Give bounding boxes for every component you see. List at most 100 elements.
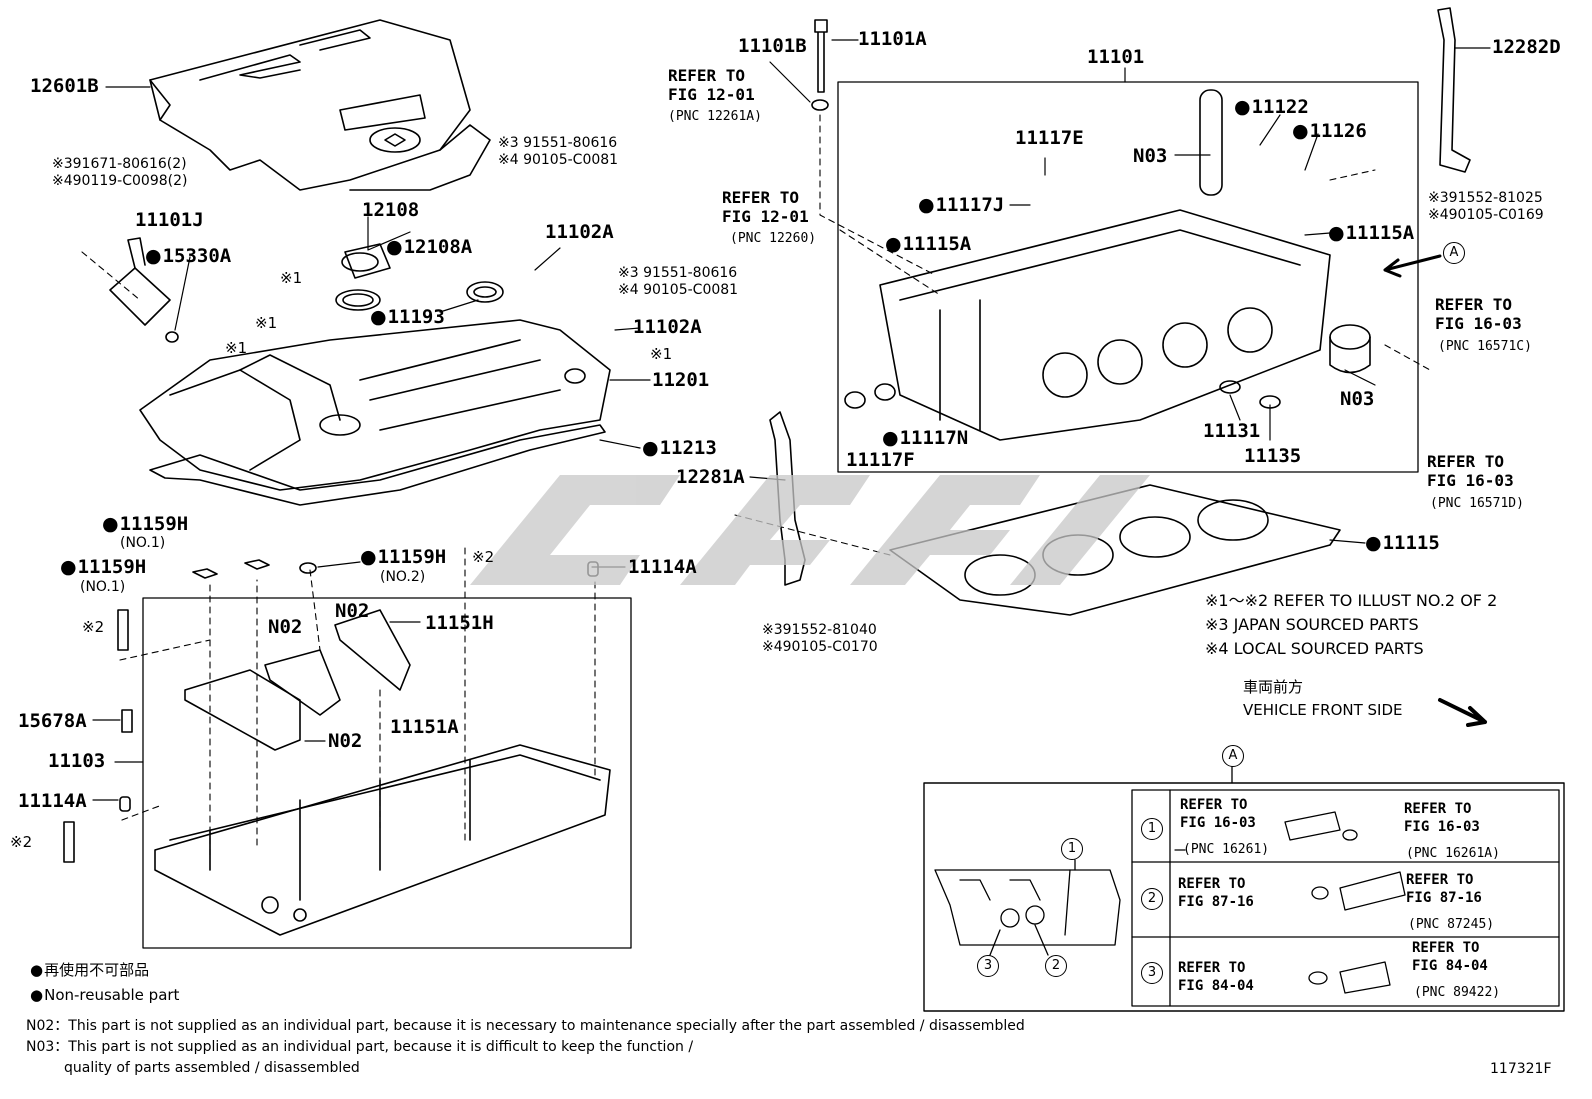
part-label-11151A[interactable]: 11151A — [390, 716, 459, 738]
refer-fig-16-03-d[interactable]: REFER TO FIG 16-03 — [1427, 452, 1514, 491]
inset-row3-left-ref[interactable]: REFER TO FIG 84-04 — [1178, 960, 1254, 994]
inset-row1-right-ref[interactable]: REFER TO FIG 16-03 — [1404, 801, 1480, 835]
front-direction-arrow — [1438, 698, 1487, 727]
note-ref-2-c: ※2 — [10, 833, 33, 851]
part-label-11101[interactable]: 11101 — [1087, 46, 1145, 68]
part-label-12601B[interactable]: 12601B — [30, 75, 99, 97]
part-label-11117E[interactable]: 11117E — [1015, 127, 1084, 149]
part-label-11135[interactable]: 11135 — [1244, 445, 1302, 467]
part-label-11159H-b[interactable]: 11159H — [60, 558, 147, 577]
footnote-n02: N02：This part is not supplied as an indi… — [26, 1018, 1025, 1034]
part-label-11101A[interactable]: 11101A — [858, 28, 927, 50]
cylinder-head-drawing — [844, 209, 1371, 441]
part-label-n03-b[interactable]: N03 — [1340, 388, 1375, 410]
bolt-number-91551-a: ※3 91551-80616 ※4 90105-C0081 — [498, 135, 619, 168]
bolt-number-91551-b: ※3 91551-80616 ※4 90105-C0081 — [618, 265, 739, 298]
part-label-n02-a[interactable]: N02 — [335, 600, 370, 622]
part-label-11114A-a[interactable]: 11114A — [628, 556, 697, 578]
part-label-n03-a[interactable]: N03 — [1133, 145, 1168, 167]
part-label-12281A[interactable]: 12281A — [676, 466, 745, 488]
spark-washer-drawing — [192, 559, 270, 579]
legend-en: Non-reusable part — [30, 988, 179, 1003]
inset-table — [1131, 764, 1560, 1007]
part-label-11101J[interactable]: 11101J — [135, 209, 204, 231]
inset-box — [923, 782, 1565, 1012]
bolt-number-91552-81040: ※391552-81040 ※490105-C0170 — [762, 622, 878, 655]
inset-row1-left-pnc: (PNC 16261) — [1183, 842, 1270, 857]
inset-row2-left-ref[interactable]: REFER TO FIG 87-16 — [1178, 876, 1254, 910]
part-label-11115[interactable]: 11115 — [1365, 534, 1440, 553]
part-label-11114A-b[interactable]: 11114A — [18, 790, 87, 812]
part-label-11102A-a[interactable]: 11102A — [545, 221, 614, 243]
camshaft-housing-box — [142, 597, 632, 949]
part-label-11115A-a[interactable]: 11115A — [885, 235, 972, 254]
part-label-11115A-b[interactable]: 11115A — [1328, 224, 1415, 243]
part-label-12108[interactable]: 12108 — [362, 199, 420, 221]
front-label-jp: 車両前方 — [1243, 678, 1304, 696]
valve-cover-drawing — [139, 319, 611, 491]
inset-row1-left-ref[interactable]: REFER TO FIG 16-03 — [1180, 797, 1256, 831]
part-label-11117F[interactable]: 11117F — [846, 449, 915, 471]
part-label-11117J[interactable]: 11117J — [918, 196, 1005, 215]
view-a-arrow — [1383, 254, 1442, 278]
part-label-11131[interactable]: 11131 — [1203, 420, 1261, 442]
bolt-number-91671: ※391671-80616(2) ※490119-C0098(2) — [52, 156, 188, 189]
watermark-logo — [470, 475, 1150, 585]
refer-pnc-16571c: (PNC 16571C) — [1438, 339, 1532, 354]
refer-fig-16-03-c[interactable]: REFER TO FIG 16-03 — [1435, 295, 1522, 334]
part-label-11122[interactable]: 11122 — [1234, 98, 1309, 117]
inset-row-parts — [1284, 811, 1406, 994]
inset-row-1-number: 1 — [1141, 818, 1163, 840]
alignment-lines — [81, 114, 1431, 856]
note-ref-1-c: ※1 — [225, 339, 248, 357]
inset-row-2-number: 2 — [1141, 888, 1163, 910]
part-sub-no2: (NO.2) — [380, 569, 426, 585]
n03-tube-drawing — [1199, 89, 1223, 196]
part-label-11101B[interactable]: 11101B — [738, 35, 807, 57]
part-label-11151H[interactable]: 11151H — [425, 612, 494, 634]
oil-control-valve-drawing — [109, 237, 179, 343]
footnote-n03-line2: quality of parts assembled / disassemble… — [64, 1060, 360, 1076]
inset-row-3-number: 3 — [1141, 962, 1163, 984]
engine-cover-drawing — [149, 19, 491, 191]
part-label-n02-b[interactable]: N02 — [268, 616, 303, 638]
part-label-11159H-c[interactable]: 11159H — [360, 548, 447, 567]
note-japan-sourced: ※3 JAPAN SOURCED PARTS — [1205, 615, 1419, 634]
note-ref-1-a: ※1 — [280, 269, 303, 287]
part-label-12108A[interactable]: 12108A — [386, 238, 473, 257]
part-label-15678A[interactable]: 15678A — [18, 710, 87, 732]
part-label-11159H-a[interactable]: 11159H — [102, 515, 189, 534]
refer-fig-12-01-b[interactable]: REFER TO FIG 12-01 — [722, 188, 809, 227]
part-label-15330A[interactable]: 15330A — [145, 247, 232, 266]
note-ref-2-a: ※2 — [472, 548, 495, 566]
engine-hanger-rear-drawing — [1437, 7, 1471, 173]
part-label-11201[interactable]: 11201 — [652, 369, 710, 391]
part-label-11102A-b[interactable]: 11102A — [633, 316, 702, 338]
inset-callout-1: 1 — [1061, 838, 1083, 860]
bolt-number-91552-81025: ※391552-81025 ※490105-C0169 — [1428, 190, 1544, 223]
inset-callout-2: 2 — [1045, 955, 1067, 977]
valve-cover-gasket-drawing — [149, 424, 606, 506]
note-ref-1-b: ※1 — [255, 314, 278, 332]
bearing-caps-drawing — [184, 609, 411, 751]
inset-row3-right-ref[interactable]: REFER TO FIG 84-04 — [1412, 940, 1488, 974]
part-label-11117N[interactable]: 11117N — [882, 429, 969, 448]
figure-id: 117321F — [1490, 1061, 1552, 1077]
part-label-11193[interactable]: 11193 — [370, 308, 445, 327]
part-label-12282D[interactable]: 12282D — [1492, 36, 1561, 58]
part-label-11103[interactable]: 11103 — [48, 750, 106, 772]
inset-row2-right-ref[interactable]: REFER TO FIG 87-16 — [1406, 872, 1482, 906]
inset-engine-drawing — [934, 859, 1121, 956]
view-a-marker[interactable]: A — [1443, 242, 1465, 264]
note-ref-2-b: ※2 — [82, 618, 105, 636]
part-label-11126[interactable]: 11126 — [1292, 122, 1367, 141]
refer-pnc-12260: (PNC 12260) — [730, 231, 817, 246]
oil-filler-cap-drawing — [335, 243, 391, 311]
part-sub-no1-a: (NO.1) — [120, 535, 166, 551]
refer-pnc-16571d: (PNC 16571D) — [1430, 496, 1524, 511]
note-refer-illust: ※1～※2 REFER TO ILLUST NO.2 OF 2 — [1205, 591, 1498, 610]
refer-fig-12-01-a[interactable]: REFER TO FIG 12-01 — [668, 66, 755, 105]
part-label-n02-c[interactable]: N02 — [328, 730, 363, 752]
refer-pnc-12261a: (PNC 12261A) — [668, 109, 762, 124]
part-label-11213[interactable]: 11213 — [642, 439, 717, 458]
